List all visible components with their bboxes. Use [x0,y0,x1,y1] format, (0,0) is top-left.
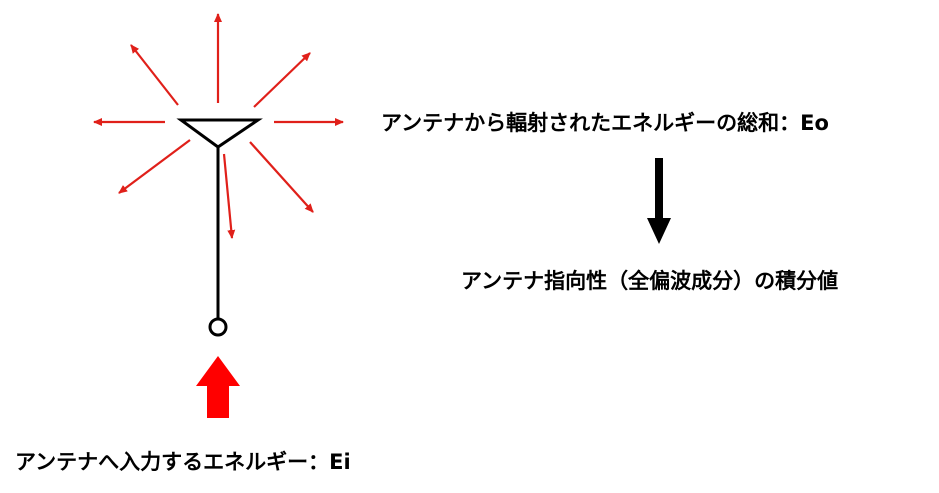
antenna-icon [176,118,263,337]
input-energy-label: アンテナへ入力するエネルギー：Ei [15,450,351,474]
directivity-integral-label: アンテナ指向性（全偏波成分）の積分値 [461,269,839,293]
output-energy-label: アンテナから輻射されたエネルギーの総和：Eo [381,111,829,135]
radiation-arrows [93,13,344,239]
radiation-arrow-down-left [118,139,191,194]
down-arrow-icon [647,158,671,244]
radiation-arrow-down-right [249,141,314,213]
antenna-element [176,118,263,149]
radiation-arrow-down [222,153,236,239]
antenna-feed-point [208,317,228,337]
radiation-arrow-up-right [253,52,311,108]
radiation-arrow-up-left [130,44,179,106]
input-arrow-icon [196,356,240,418]
